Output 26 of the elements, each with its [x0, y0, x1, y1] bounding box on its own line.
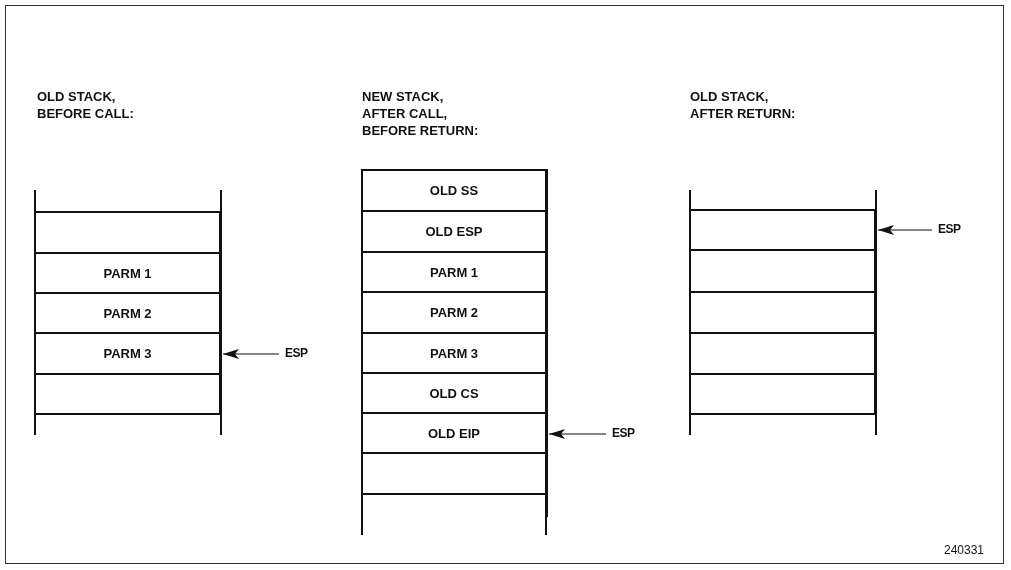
slot-text: OLD EIP [428, 425, 480, 441]
pointer-label: ESP [612, 423, 646, 445]
slot-text: PARM 1 [429, 264, 479, 280]
empty-stack-slot [689, 209, 876, 251]
empty-stack-slot [689, 373, 876, 415]
slot-text: PARM 3 [103, 346, 152, 361]
stack-heading: OLD STACK, AFTER RETURN: [690, 88, 797, 122]
empty-stack-slot [361, 493, 547, 535]
slot-text: OLD CS [429, 385, 479, 401]
slot-text: OLD ESP [425, 224, 483, 239]
slot-text: OLD SS [429, 183, 479, 198]
pointer-label: ESP [285, 343, 319, 365]
empty-stack-slot [34, 373, 221, 415]
slot-text: PARM 3 [429, 345, 479, 361]
figure-number: 240331 [944, 543, 985, 557]
stack-heading: OLD STACK, BEFORE CALL: [37, 88, 135, 122]
arrow [548, 429, 607, 439]
stack-heading: NEW STACK, AFTER CALL, BEFORE RETURN: [362, 88, 480, 139]
arrow [222, 349, 280, 359]
arrow [877, 225, 933, 235]
slot-text: PARM 1 [103, 265, 152, 281]
empty-stack-slot [34, 211, 221, 254]
pointer-label: ESP [938, 219, 972, 241]
slot-text: PARM 2 [103, 305, 152, 321]
stack-slot [361, 169, 547, 212]
slot-text: PARM 2 [429, 305, 479, 320]
